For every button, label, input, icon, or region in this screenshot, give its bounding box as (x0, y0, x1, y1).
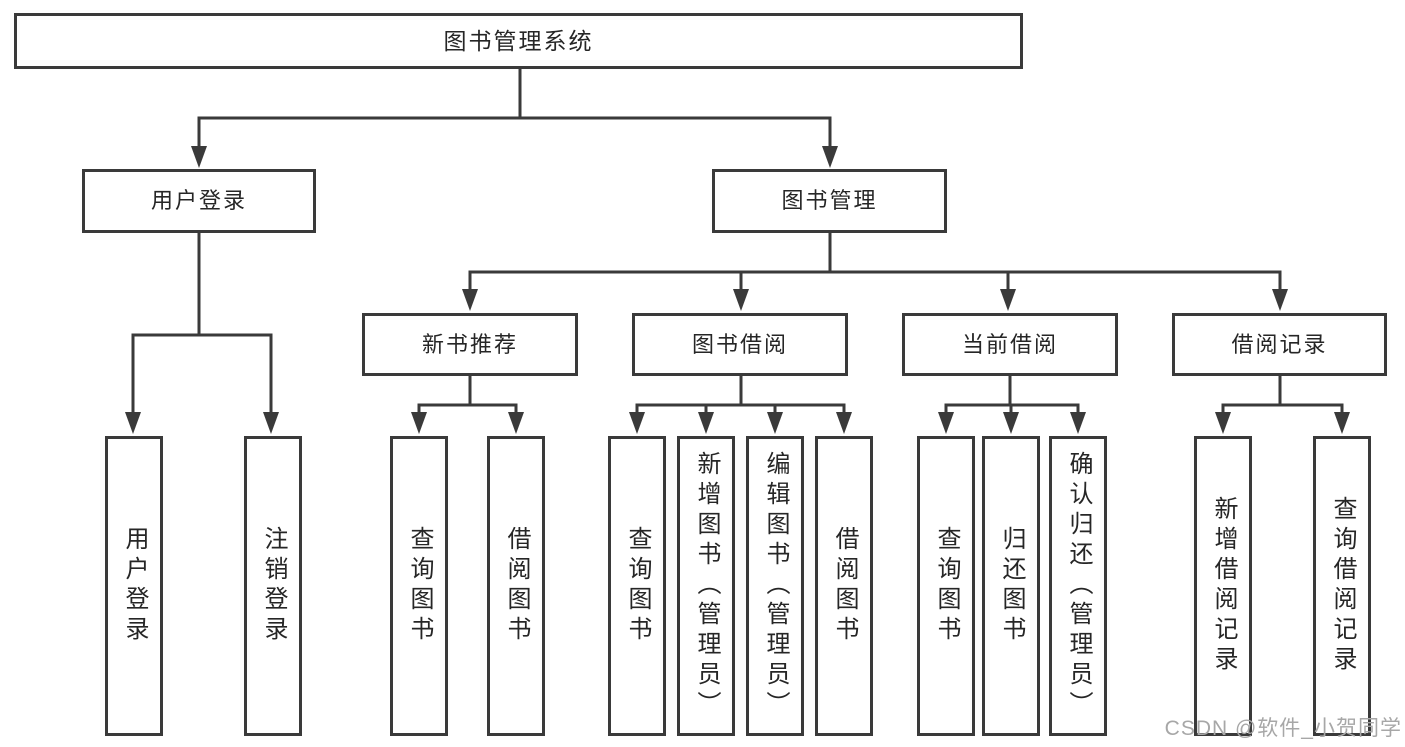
node-label: 确认归还（管理员） (1065, 451, 1092, 721)
leaf-edit-book-admin: 编辑图书（管理员） (746, 436, 804, 736)
node-label: 借阅图书 (503, 526, 530, 646)
node-label: 图书管理系统 (443, 27, 594, 54)
node-label: 查询借阅记录 (1329, 496, 1356, 676)
leaf-return-book: 归还图书 (982, 436, 1040, 736)
node-label: 归还图书 (998, 526, 1025, 646)
leaf-borrow-books-1: 借阅图书 (487, 436, 545, 736)
node-current-borrow: 当前借阅 (902, 313, 1118, 376)
node-label: 查询图书 (624, 526, 651, 646)
leaf-add-book-admin: 新增图书（管理员） (677, 436, 735, 736)
node-label: 图书管理 (781, 188, 878, 213)
leaf-query-books-2: 查询图书 (608, 436, 666, 736)
node-label: 查询图书 (406, 526, 433, 646)
leaf-logout: 注销登录 (244, 436, 302, 736)
node-label: 编辑图书（管理员） (762, 451, 789, 721)
leaf-query-books-3: 查询图书 (917, 436, 975, 736)
node-label: 当前借阅 (961, 331, 1058, 357)
leaf-add-borrow-record: 新增借阅记录 (1194, 436, 1252, 736)
node-borrow-records: 借阅记录 (1172, 313, 1387, 376)
node-label: 新增借阅记录 (1210, 496, 1237, 676)
node-label: 用户登录 (150, 188, 247, 213)
node-label: 用户登录 (121, 526, 148, 646)
node-book-management: 图书管理 (712, 169, 947, 233)
node-user-login: 用户登录 (82, 169, 316, 233)
node-label: 新书推荐 (421, 331, 518, 357)
node-label: 新增图书（管理员） (693, 451, 720, 721)
node-label: 图书借阅 (691, 331, 788, 357)
leaf-query-books-1: 查询图书 (390, 436, 448, 736)
node-label: 注销登录 (260, 526, 287, 646)
csdn-watermark: CSDN @软件_小贺同学 (1164, 717, 1402, 740)
node-new-book-recommend: 新书推荐 (362, 313, 578, 376)
leaf-borrow-books-2: 借阅图书 (815, 436, 873, 736)
node-label: 查询图书 (933, 526, 960, 646)
node-book-borrow: 图书借阅 (632, 313, 848, 376)
leaf-query-borrow-record: 查询借阅记录 (1313, 436, 1371, 736)
node-system-root: 图书管理系统 (14, 13, 1023, 69)
leaf-user-login: 用户登录 (105, 436, 163, 736)
node-label: 借阅记录 (1231, 331, 1328, 357)
leaf-confirm-return-admin: 确认归还（管理员） (1049, 436, 1107, 736)
node-label: 借阅图书 (831, 526, 858, 646)
